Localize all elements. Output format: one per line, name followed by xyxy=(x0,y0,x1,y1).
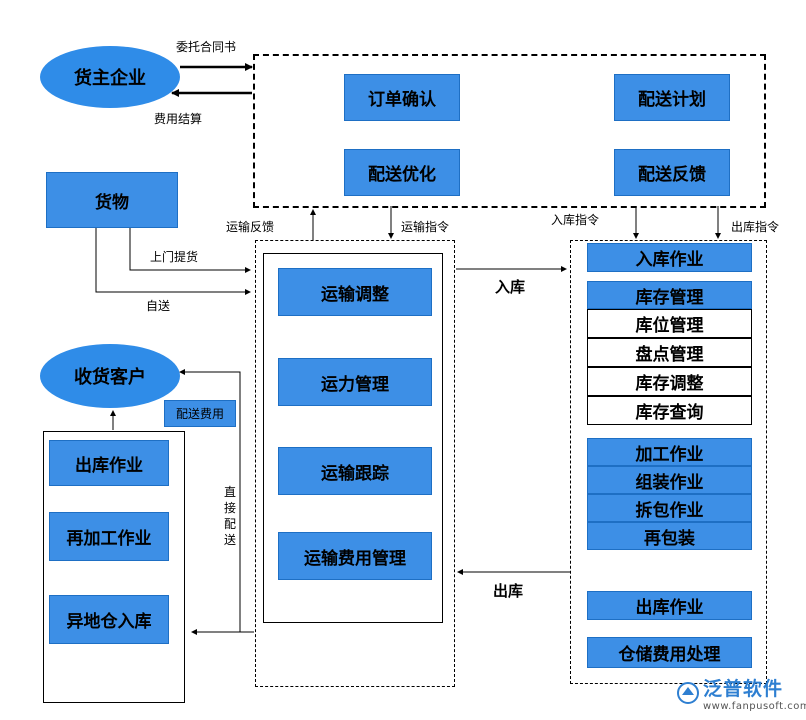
self-delivery-arrow xyxy=(95,228,251,295)
order-confirm-label: 订单确认 xyxy=(368,90,436,110)
processing-op-box: 加工作业 xyxy=(587,438,752,466)
settlement-label: 费用结算 xyxy=(154,112,203,126)
self-delivery-label: 自送 xyxy=(146,299,171,313)
brand-name: 泛普软件 xyxy=(703,678,784,700)
remote-warehouse-label: 异地仓入库 xyxy=(66,612,152,632)
inventory-adjust-box: 库存调整 xyxy=(587,367,752,396)
processing-op-label: 加工作业 xyxy=(635,444,704,465)
stocktake-manage-label: 盘点管理 xyxy=(635,345,704,365)
customer-ops-frame xyxy=(43,431,185,703)
remote-warehouse-box: 异地仓入库 xyxy=(49,595,169,644)
transport-fee-box: 运输费用管理 xyxy=(278,532,432,580)
order-confirm-box: 订单确认 xyxy=(344,74,460,121)
goods-label: 货物 xyxy=(95,192,129,213)
assembly-op-label: 组装作业 xyxy=(635,472,704,493)
transport-adjust-box: 运输调整 xyxy=(278,268,432,316)
repack-label: 再包装 xyxy=(644,528,695,549)
transport-instruction-label: 运输指令 xyxy=(401,220,450,234)
transport-feedback-label: 运输反馈 xyxy=(226,220,275,234)
inbound-flow-label: 入库 xyxy=(495,278,526,296)
inventory-manage-box: 库存管理 xyxy=(587,281,752,309)
outbound-flow-label: 出库 xyxy=(493,582,524,600)
dispatch-center-frame xyxy=(253,54,766,208)
capacity-manage-label: 运力管理 xyxy=(321,374,389,395)
wh-outbound-op-box: 出库作业 xyxy=(587,591,752,620)
assembly-op-box: 组装作业 xyxy=(587,466,752,494)
consignee-label: 收货客户 xyxy=(74,367,146,388)
storage-fee-label: 仓储费用处理 xyxy=(618,645,721,665)
location-manage-label: 库位管理 xyxy=(635,316,704,336)
warehouse-frame xyxy=(570,240,767,684)
shipper-label: 货主企业 xyxy=(74,68,146,89)
capacity-manage-box: 运力管理 xyxy=(278,358,432,406)
delivery-plan-label: 配送计划 xyxy=(638,90,706,110)
inbound-instruction-label: 入库指令 xyxy=(551,213,600,227)
delivery-plan-box: 配送计划 xyxy=(614,74,730,121)
stocktake-manage-box: 盘点管理 xyxy=(587,338,752,367)
pickup-arrow xyxy=(129,228,251,273)
delivery-feedback-label: 配送反馈 xyxy=(638,165,706,185)
consignee-node: 收货客户 xyxy=(40,344,180,408)
contract-label: 委托合同书 xyxy=(176,40,237,54)
location-manage-box: 库位管理 xyxy=(587,309,752,338)
wh-inbound-op-label: 入库作业 xyxy=(635,250,704,270)
transport-fee-label: 运输费用管理 xyxy=(304,548,406,569)
wh-inbound-op-box: 入库作业 xyxy=(587,243,752,272)
wh-outbound-op-label: 出库作业 xyxy=(635,598,704,618)
transport-track-label: 运输跟踪 xyxy=(321,463,389,484)
delivery-optimize-box: 配送优化 xyxy=(344,149,460,196)
direct-delivery-arrow xyxy=(179,369,241,632)
inventory-query-label: 库存查询 xyxy=(635,403,704,423)
delivery-fee-label: 配送费用 xyxy=(175,407,224,421)
storage-fee-box: 仓储费用处理 xyxy=(587,637,752,668)
transport-track-box: 运输跟踪 xyxy=(278,447,432,495)
reprocess-op-label: 再加工作业 xyxy=(66,529,152,549)
repack-box: 再包装 xyxy=(587,522,752,550)
transport-adjust-label: 运输调整 xyxy=(321,284,389,305)
brand-url: www.fanpusoft.com xyxy=(703,701,806,712)
inventory-query-box: 库存查询 xyxy=(587,396,752,425)
reprocess-op-box: 再加工作业 xyxy=(49,512,169,561)
transport-inner-frame xyxy=(263,253,443,623)
unpack-op-box: 拆包作业 xyxy=(587,494,752,522)
watermark-logo: 泛普软件 www.fanpusoft.com xyxy=(676,674,806,712)
inventory-adjust-label: 库存调整 xyxy=(635,374,704,394)
brand-logo-icon xyxy=(677,682,699,704)
delivery-fee-box: 配送费用 xyxy=(164,400,236,427)
delivery-feedback-box: 配送反馈 xyxy=(614,149,730,196)
outbound-instruction-label: 出库指令 xyxy=(731,220,780,234)
inventory-manage-label: 库存管理 xyxy=(635,287,704,308)
cust-outbound-op-label: 出库作业 xyxy=(75,455,143,476)
transport-outer-frame xyxy=(255,240,455,687)
goods-node: 货物 xyxy=(46,172,178,228)
shipper-node: 货主企业 xyxy=(40,46,180,108)
pickup-label: 上门提货 xyxy=(150,250,199,264)
unpack-op-label: 拆包作业 xyxy=(635,500,704,521)
direct-delivery-label: 直接配送 xyxy=(223,485,236,547)
cust-outbound-op-box: 出库作业 xyxy=(49,440,169,486)
delivery-optimize-label: 配送优化 xyxy=(368,165,436,185)
